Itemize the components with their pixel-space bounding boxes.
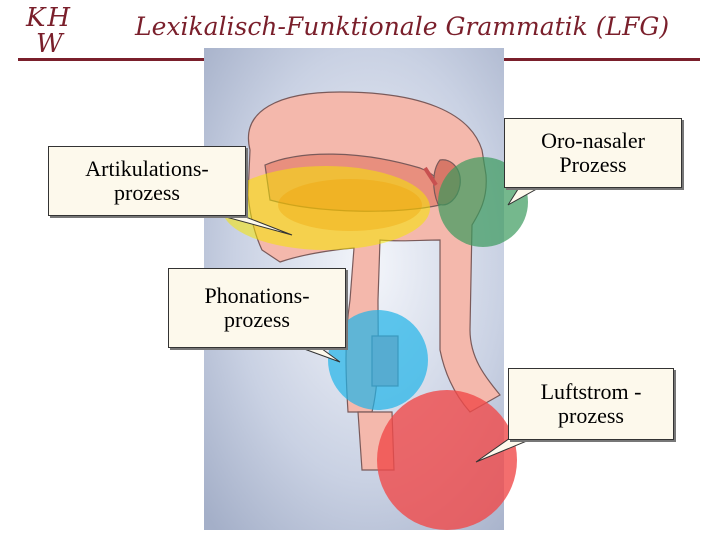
phonation-label-line2: prozess [224,307,290,332]
logo-line-2: W [36,29,63,59]
artikulation-label-line2: prozess [114,180,180,205]
oronasal-label-line1: Oro-nasaler [541,128,645,153]
oronasal-label: Oro-nasaler Prozess [504,118,682,188]
oronasal-label-line2: Prozess [559,152,627,177]
logo-line-1: KH [26,3,73,33]
artikulation-label-line1: Artikulations- [85,156,209,181]
page-title: Lexikalisch-Funktionale Grammatik (LFG) [135,12,670,41]
articulation-core [278,179,422,231]
airflow-zone [377,390,517,530]
phonation-zone [328,310,428,410]
phonation-label: Phonations- prozess [168,268,346,348]
khw-logo: KH W [22,4,92,60]
luftstrom-label-line1: Luftstrom - [540,379,642,404]
luftstrom-label-line2: prozess [558,403,624,428]
luftstrom-label: Luftstrom - prozess [508,368,674,440]
phonation-label-line1: Phonations- [204,283,310,308]
artikulation-label: Artikulations- prozess [48,146,246,216]
